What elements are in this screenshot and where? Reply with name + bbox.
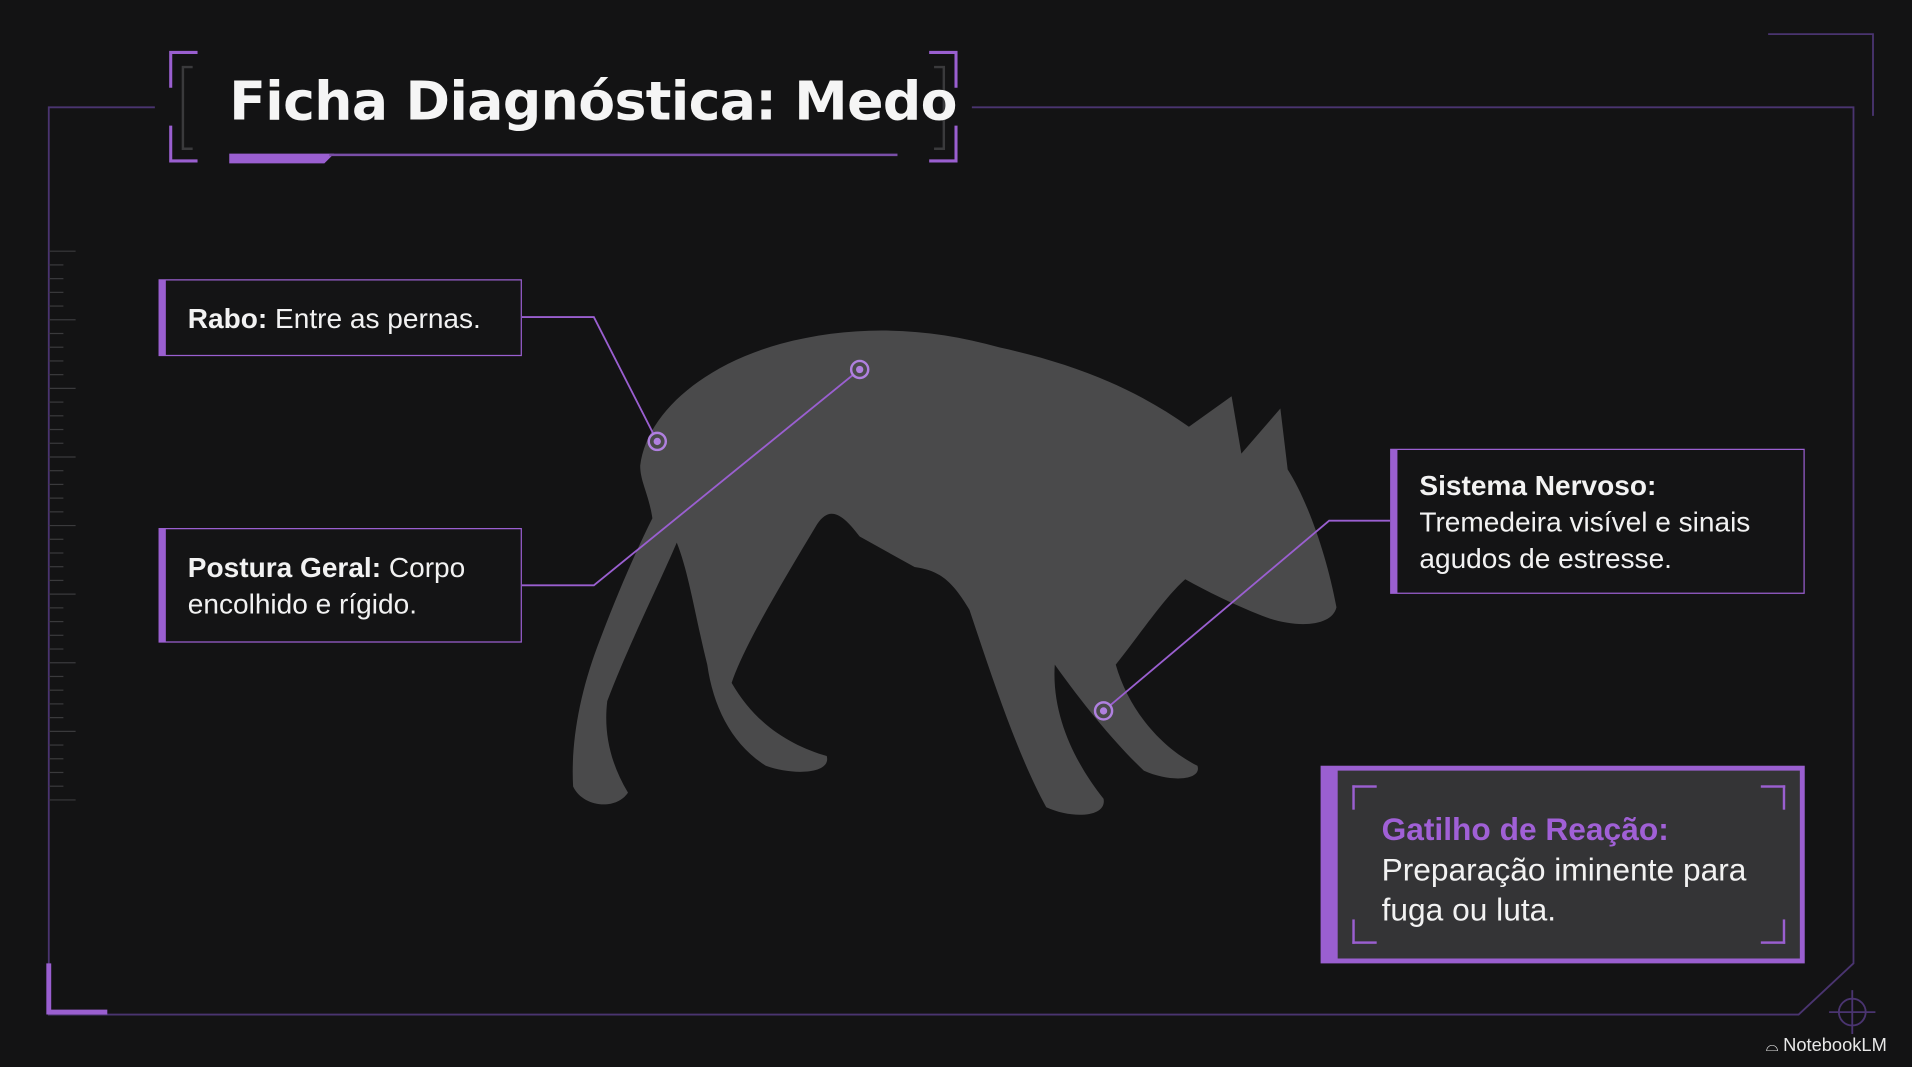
outer-frame <box>47 33 1874 1016</box>
callout-text: Corpo encolhido e rígido. <box>187 551 466 620</box>
brand-watermark: ⌓ NotebookLM <box>1766 1035 1887 1056</box>
callout-tail: Rabo: Entre as pernas. <box>158 279 522 357</box>
callout-text: Entre as pernas. <box>267 301 481 334</box>
callout-nervous-system: Sistema Nervoso: Tremedeira visível e si… <box>1390 448 1805 594</box>
callout-label: Postura Geral: <box>187 551 382 583</box>
callout-posture: Postura Geral: Corpo encolhido e rígido. <box>158 528 522 643</box>
brand-name: NotebookLM <box>1783 1035 1887 1057</box>
dog-silhouette <box>572 330 1337 815</box>
notebooklm-logo-icon: ⌓ <box>1765 1035 1779 1055</box>
crosshair-icon <box>1829 990 1876 1035</box>
title-brackets <box>169 50 958 163</box>
anchor-dots <box>647 359 1114 721</box>
callout-text: Preparação iminente para fuga ou luta. <box>1381 851 1747 928</box>
ruler-ticks <box>48 250 76 801</box>
corner-accent <box>46 963 108 1015</box>
callout-text: Tremedeira visível e sinais agudos de es… <box>1419 505 1751 574</box>
callout-label: Sistema Nervoso: <box>1419 468 1657 501</box>
page-title: Ficha Diagnóstica: Medo <box>229 70 957 133</box>
callout-label: Rabo: <box>187 301 268 334</box>
callout-label: Gatilho de Reação: <box>1381 810 1669 848</box>
callout-trigger: Gatilho de Reação: Preparação iminente p… <box>1320 765 1805 964</box>
leader-lines <box>521 316 1391 712</box>
title-underline-accent <box>229 153 335 164</box>
